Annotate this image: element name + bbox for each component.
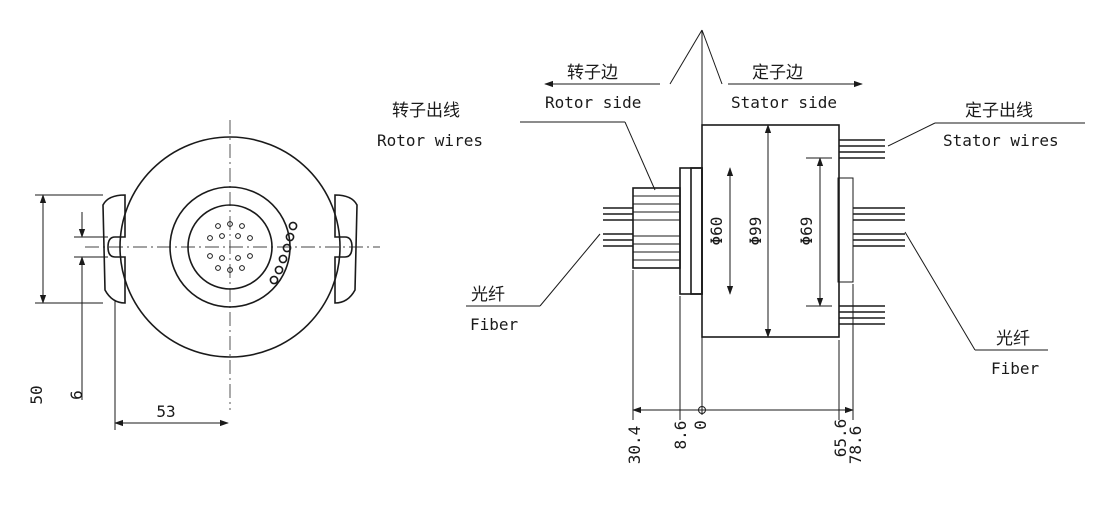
stator-wires-label-en: Stator wires [943,131,1059,150]
fiber-left-label-cn: 光纤 [471,285,505,305]
rotor-wire-block [632,187,681,269]
stator-fibers [853,207,905,247]
axial-dim-78-6: 78.6 [846,426,865,465]
stator-wire-bundle-top [839,139,885,159]
stator-end-cap [837,177,854,283]
rotor-side-label-cn: 转子边 [567,63,618,83]
front-view: 50 6 53 [27,120,380,430]
housing-outer-circle [119,136,341,358]
stator-wire-bundle-bottom [839,305,885,325]
rotor-side-label-en: Rotor side [545,93,641,112]
rotor-fibers [603,207,633,247]
axial-dim-8-6: 8.6 [671,421,690,450]
stator-wires-leader [887,122,936,147]
stator-side-label-en: Stator side [731,93,837,112]
fiber-left-leader [539,233,601,307]
axial-dim-0: 0 [691,420,710,430]
stator-side-label-cn: 定子边 [752,63,803,83]
rotor-wires-label-cn: 转子出线 [392,101,460,121]
slot-dimension-label: 6 [67,390,86,400]
rotor-wires-leader [624,121,656,191]
dia-69-label: Φ69 [797,217,816,246]
axial-dim-65-6: 65.6 [831,419,850,458]
rotor-wire-strands [633,195,680,261]
stator-wires-label-cn: 定子出线 [965,101,1033,121]
dia-99-label: Φ99 [746,217,765,246]
height-dimension-label: 50 [27,385,46,404]
side-view: 转子边 Rotor side 定子边 Stator side [377,29,1085,465]
dia-60-label: Φ60 [707,217,726,246]
mounting-flange [102,194,126,304]
rotor-wires-label-en: Rotor wires [377,131,483,150]
width-dimension-label: 53 [156,402,175,421]
fiber-right-leader [904,231,976,351]
terminal-face-circle [187,204,273,290]
fiber-left-label-en: Fiber [470,315,519,334]
axial-dim-30-4: 30.4 [625,426,644,465]
mounting-flange-right [334,194,358,304]
axial-extension-lines [632,270,854,420]
fiber-right-label-en: Fiber [991,359,1040,378]
datum-origin-mark [698,406,706,414]
fiber-ports [269,221,298,285]
fiber-right-label-cn: 光纤 [996,329,1030,349]
terminal-pins [207,221,253,273]
